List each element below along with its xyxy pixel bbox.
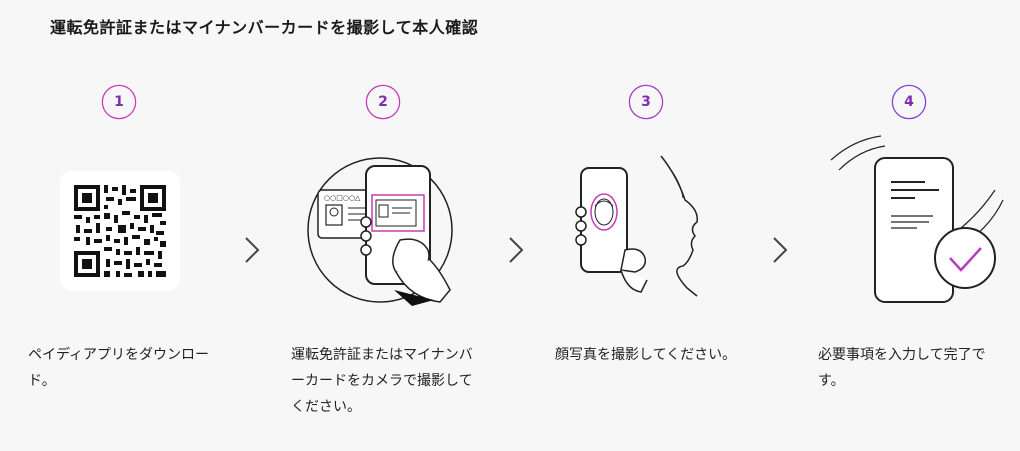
step-3-number: 3 bbox=[630, 86, 662, 118]
form-complete-check-icon bbox=[830, 135, 1004, 303]
phone-scan-id-card-icon: ○○□○○△ bbox=[307, 157, 453, 306]
progress-stepper bbox=[101, 84, 927, 120]
step-1-description: ペイディアプリをダウンロード。 bbox=[28, 347, 210, 389]
step-2-number: 2 bbox=[367, 86, 399, 118]
qr-code-card bbox=[60, 171, 180, 291]
step-4-number: 4 bbox=[893, 86, 925, 118]
chevron-right-icon bbox=[773, 237, 788, 263]
page-title: 運転免許証またはマイナンバーカードを撮影して本人確認 bbox=[50, 18, 479, 37]
step-2-description: 運転免許証またはマイナンバーカードをカメラで撮影してください。 bbox=[291, 347, 473, 415]
step-3-description: 顔写真を撮影してください。 bbox=[555, 347, 737, 363]
qr-code-icon bbox=[74, 185, 166, 277]
svg-text:○○□○○△: ○○□○○△ bbox=[324, 194, 361, 202]
selfie-face-scan-icon bbox=[575, 155, 698, 297]
chevron-right-icon bbox=[509, 237, 524, 263]
step-4-description: 必要事項を入力して完了です。 bbox=[818, 347, 986, 389]
chevron-right-icon bbox=[245, 237, 260, 263]
step-1-number: 1 bbox=[103, 86, 135, 118]
